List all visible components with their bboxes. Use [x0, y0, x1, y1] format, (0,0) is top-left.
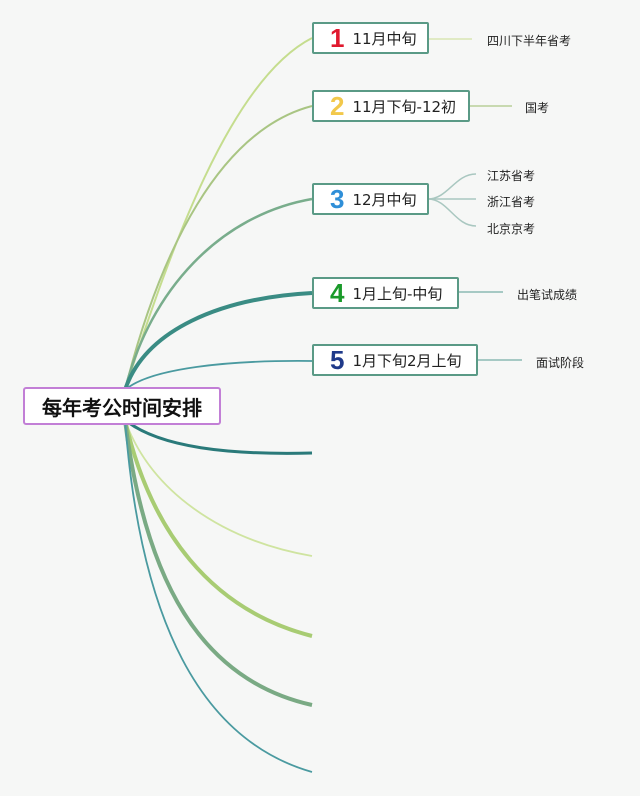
- branch-empty-4: [123, 419, 313, 707]
- branch-empty-3: [123, 419, 313, 638]
- root-topic[interactable]: 每年考公时间安排: [23, 387, 221, 425]
- topic-node-2[interactable]: 2 11月下旬-12初: [312, 90, 470, 122]
- topic-label-1: 11月中旬: [352, 29, 417, 48]
- branch-empty-1: [124, 418, 313, 455]
- leaf-1-1[interactable]: 四川下半年省考: [487, 34, 572, 48]
- number-badge-2: 2: [330, 91, 345, 121]
- leaf-line-3a: [427, 173, 477, 200]
- topic-node-4[interactable]: 4 1月上旬-中旬: [312, 277, 459, 309]
- leaf-line-3c: [427, 198, 477, 227]
- topic-label-2: 11月下旬-12初: [352, 97, 457, 116]
- number-badge-4: 4: [330, 278, 345, 308]
- branch-empty-5: [124, 419, 313, 773]
- topic-node-3[interactable]: 3 12月中旬: [312, 183, 429, 215]
- number-badge-5: 5: [330, 345, 345, 375]
- leaf-5-1[interactable]: 面试阶段: [536, 356, 585, 370]
- branch-1: [124, 37, 313, 391]
- leaf-3-1[interactable]: 江苏省考: [487, 169, 536, 183]
- topic-label-5: 1月下旬2月上旬: [352, 351, 462, 370]
- branch-2: [124, 105, 313, 391]
- branch-4: [123, 291, 313, 391]
- branch-5: [124, 360, 313, 391]
- leaf-3-3[interactable]: 北京京考: [487, 222, 536, 236]
- topic-label-4: 1月上旬-中旬: [352, 284, 443, 303]
- leaf-3-2[interactable]: 浙江省考: [487, 195, 536, 209]
- topic-label-3: 12月中旬: [352, 190, 417, 209]
- leaf-2-1[interactable]: 国考: [525, 101, 550, 115]
- number-badge-3: 3: [330, 184, 345, 214]
- leaf-4-1[interactable]: 出笔试成绩: [517, 288, 578, 302]
- topic-node-5[interactable]: 5 1月下旬2月上旬: [312, 344, 478, 376]
- branch-3: [123, 197, 313, 391]
- number-badge-1: 1: [330, 23, 345, 53]
- branch-empty-2: [124, 419, 313, 557]
- root-topic-label: 每年考公时间安排: [42, 395, 202, 420]
- topic-node-1[interactable]: 1 11月中旬: [312, 22, 429, 54]
